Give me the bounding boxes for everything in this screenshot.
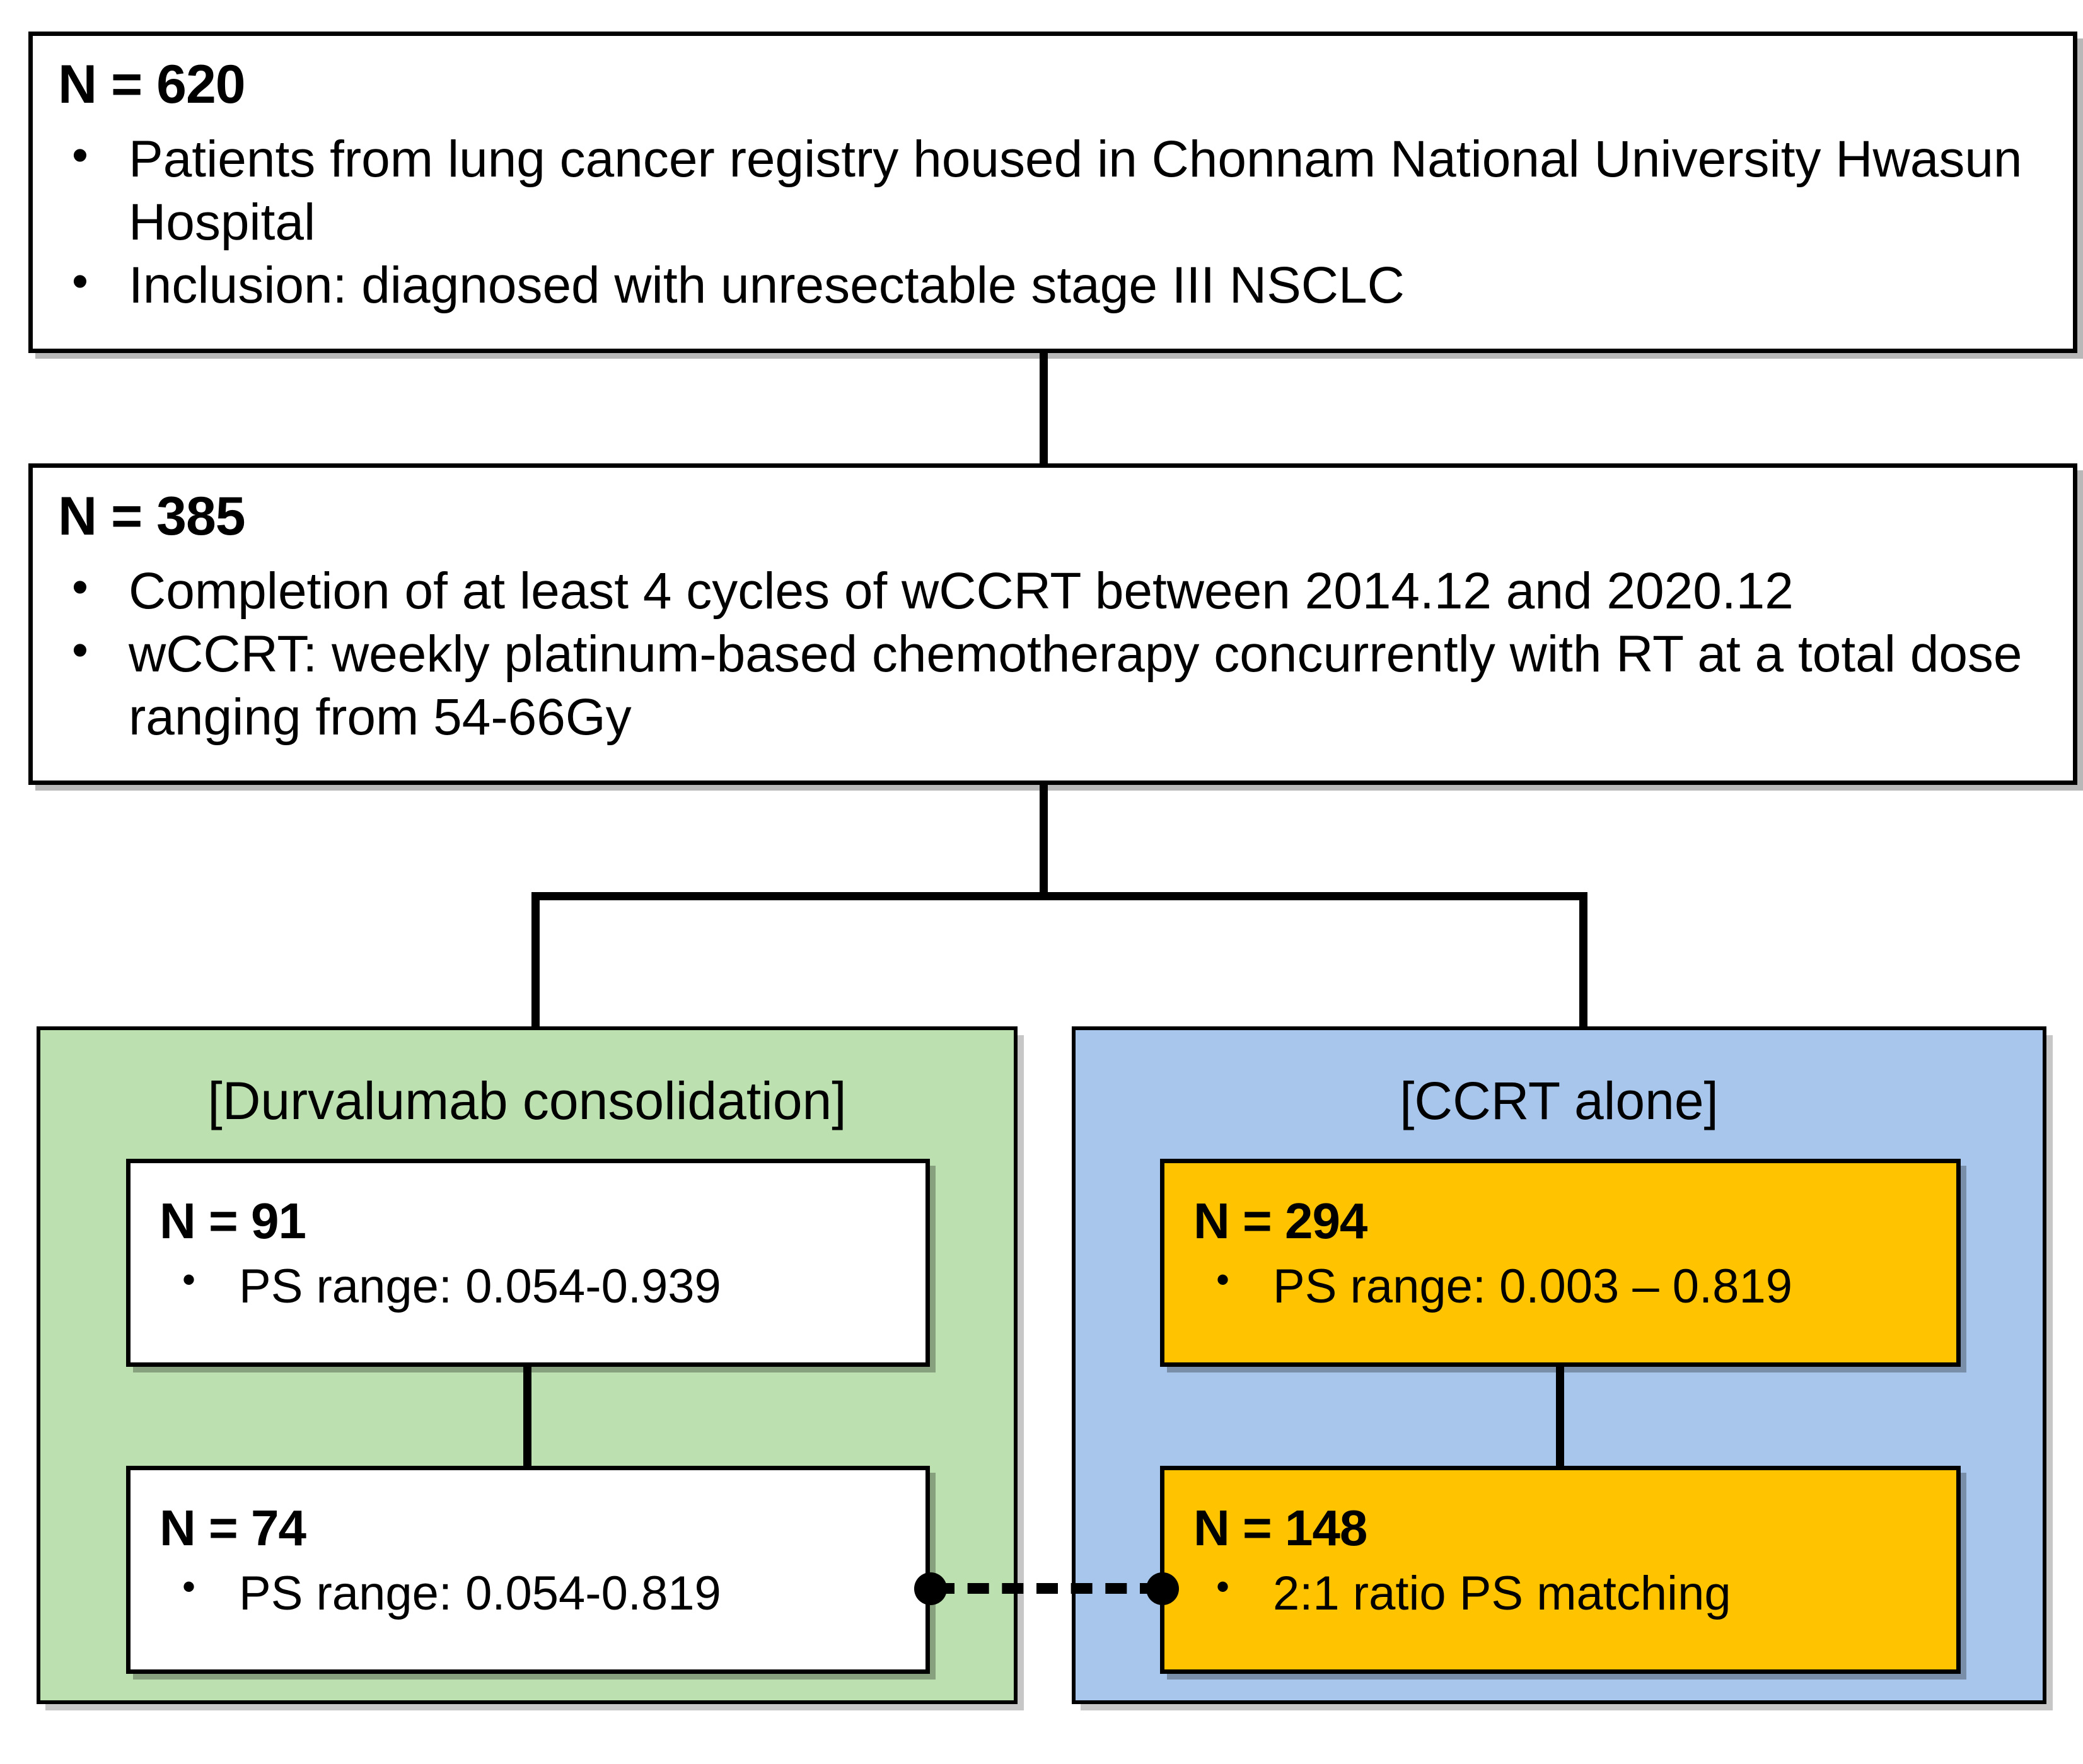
node-ccrt-matched-body: N = 148 2:1 ratio PS matching — [1164, 1470, 1956, 1641]
node-ccrt-enrolled-bullets: PS range: 0.003 – 0.819 — [1193, 1256, 1937, 1315]
node-ccrt-matched-count: N = 148 — [1193, 1500, 1367, 1556]
node-cohort-eligible-count: N = 385 — [58, 486, 246, 547]
node-ccrt-enrolled-count: N = 294 — [1193, 1193, 1367, 1249]
node-cohort-total: N = 620 Patients from lung cancer regist… — [28, 32, 2077, 353]
connector-fork-right-drop — [1579, 892, 1587, 1028]
node-durvalumab-matched-bullets: PS range: 0.054-0.819 — [160, 1564, 907, 1622]
connector-ccrt-internal — [1556, 1367, 1564, 1468]
node-cohort-total-body: N = 620 Patients from lung cancer regist… — [33, 36, 2073, 330]
node-durvalumab-enrolled-count: N = 91 — [160, 1193, 306, 1249]
list-item: Inclusion: diagnosed with unresectable s… — [58, 253, 2048, 317]
connector-ps-matching-dot-left — [914, 1572, 947, 1605]
connector-total-to-eligible — [1040, 353, 1048, 467]
node-durvalumab-matched-count: N = 74 — [160, 1500, 306, 1556]
list-item: PS range: 0.054-0.939 — [160, 1256, 907, 1315]
node-durvalumab-matched: N = 74 PS range: 0.054-0.819 — [126, 1466, 930, 1674]
node-durvalumab-enrolled: N = 91 PS range: 0.054-0.939 — [126, 1159, 930, 1367]
list-item: PS range: 0.003 – 0.819 — [1193, 1256, 1937, 1315]
node-ccrt-enrolled-body: N = 294 PS range: 0.003 – 0.819 — [1164, 1163, 1956, 1334]
list-item: Completion of at least 4 cycles of wCCRT… — [58, 559, 2048, 623]
list-item: wCCRT: weekly platinum-based chemotherap… — [58, 622, 2048, 749]
connector-ps-matching-dashed — [933, 1583, 1161, 1594]
node-cohort-eligible-bullets: Completion of at least 4 cycles of wCCRT… — [58, 559, 2048, 749]
panel-durvalumab-title: [Durvalumab consolidation] — [207, 1071, 847, 1130]
node-cohort-total-count: N = 620 — [58, 54, 246, 115]
list-item: PS range: 0.054-0.819 — [160, 1564, 907, 1622]
node-cohort-eligible-body: N = 385 Completion of at least 4 cycles … — [33, 468, 2073, 762]
node-durvalumab-enrolled-bullets: PS range: 0.054-0.939 — [160, 1256, 907, 1315]
connector-fork-left-drop — [531, 892, 540, 1028]
connector-durvalumab-internal — [523, 1367, 531, 1468]
node-cohort-total-bullets: Patients from lung cancer registry house… — [58, 127, 2048, 317]
list-item: Patients from lung cancer registry house… — [58, 127, 2048, 254]
node-ccrt-enrolled: N = 294 PS range: 0.003 – 0.819 — [1160, 1159, 1961, 1367]
node-ccrt-matched: N = 148 2:1 ratio PS matching — [1160, 1466, 1961, 1674]
connector-ps-matching-dot-right — [1146, 1572, 1179, 1605]
connector-fork-bar — [531, 892, 1587, 900]
node-cohort-eligible: N = 385 Completion of at least 4 cycles … — [28, 463, 2077, 785]
node-ccrt-matched-bullets: 2:1 ratio PS matching — [1193, 1564, 1937, 1622]
node-durvalumab-matched-body: N = 74 PS range: 0.054-0.819 — [131, 1470, 925, 1641]
panel-ccrt-alone-title: [CCRT alone] — [1400, 1071, 1719, 1130]
list-item: 2:1 ratio PS matching — [1193, 1564, 1937, 1622]
connector-eligible-stem — [1040, 785, 1048, 895]
node-durvalumab-enrolled-body: N = 91 PS range: 0.054-0.939 — [131, 1163, 925, 1334]
